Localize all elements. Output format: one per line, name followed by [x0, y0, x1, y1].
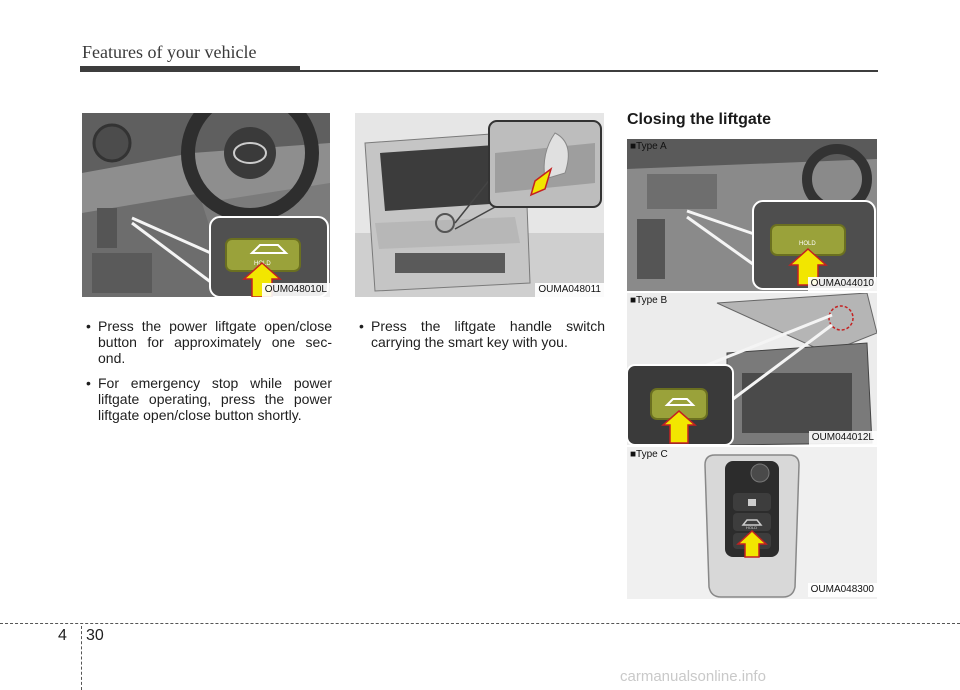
open-liftgate-illustration: [627, 293, 877, 445]
type-label: ■Type A: [630, 141, 667, 152]
chapter-number: 4: [58, 627, 67, 644]
column2-bullets: Press the liftgate handle switch carryin…: [355, 318, 605, 359]
figure-type-a: HOLD ■Type A OUMA044010: [627, 139, 877, 291]
footer-vertical-divider: [81, 626, 82, 690]
figure-code: OUMA044010: [807, 277, 877, 291]
figure-code: OUMA048011: [535, 283, 604, 297]
hold-text: HOLD: [799, 241, 816, 247]
bullet-item: Press the power liftgate open/close butt…: [82, 318, 332, 366]
steering-wheel-icon: [181, 113, 319, 222]
dashboard-illustration: HOLD: [627, 139, 877, 291]
press-arrow-icon: [529, 167, 553, 197]
bullet-item: Press the liftgate handle switch carryin…: [355, 318, 605, 350]
figure-code: OUMA048300: [807, 583, 877, 597]
figure-type-b: ■Type B OUM044012L: [627, 293, 877, 445]
page-number: 30: [86, 627, 104, 644]
footer-divider: [0, 623, 960, 624]
dashboard-illustration: HOLD: [82, 113, 330, 297]
vehicle-rear-illustration: [355, 113, 604, 297]
figure-type-c: HOLD ■Type C OUMA048300: [627, 447, 877, 599]
header-rule: [300, 70, 878, 72]
header-title: Features of your vehicle: [82, 42, 257, 62]
smart-key-icon: HOLD: [704, 454, 800, 598]
header-bar: [80, 66, 300, 72]
unlock-icon: HOLD: [733, 513, 771, 531]
column1-bullets: Press the power liftgate open/close butt…: [82, 318, 332, 432]
lock-icon: [733, 493, 771, 511]
figure-code: OUM044012L: [808, 431, 877, 445]
section-heading: Closing the liftgate: [627, 111, 771, 128]
hold-text: HOLD: [746, 525, 757, 530]
type-label: ■Type C: [630, 449, 668, 460]
press-arrow-icon: [736, 529, 768, 558]
bullet-item: For emergency stop while power liftgate …: [82, 375, 332, 423]
watermark: carmanualsonline.info: [620, 668, 766, 685]
figure-code: OUM048010L: [261, 283, 330, 297]
figure-dashboard: HOLD OUM048010L: [82, 113, 330, 297]
smart-key-illustration: HOLD: [627, 447, 877, 599]
press-arrow-icon: [661, 410, 697, 444]
type-label: ■Type B: [630, 295, 668, 306]
figure-liftgate-handle: OUMA048011: [355, 113, 604, 297]
